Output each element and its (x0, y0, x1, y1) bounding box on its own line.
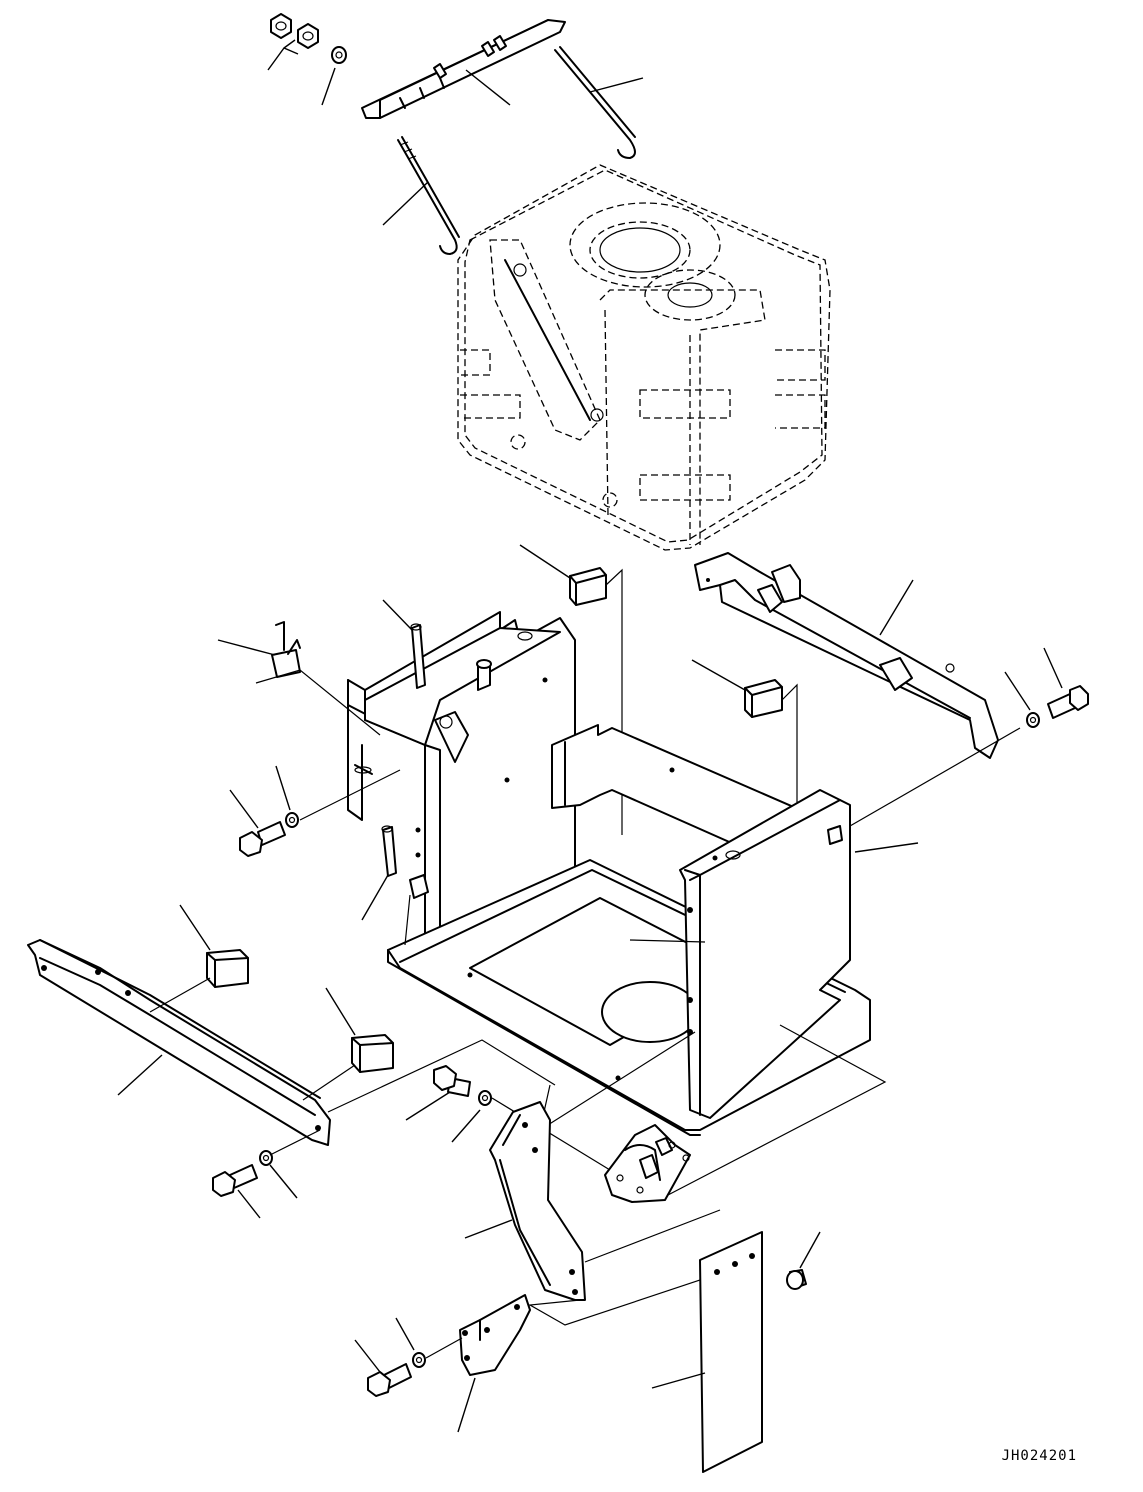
guide-pin-lower (381, 825, 397, 877)
fuel-tank-phantom (457, 164, 831, 551)
lower-left-washer (259, 1150, 273, 1166)
plug-leader (799, 1231, 821, 1269)
tie-rod-left (397, 136, 460, 255)
lower-left-bolt (212, 1164, 258, 1197)
angled-bracket-leaders (464, 1209, 761, 1326)
lower-left-leaders (117, 977, 556, 1113)
left-fastener-bolt (239, 821, 286, 857)
rubber-pad-lower-center (351, 1034, 394, 1073)
hinge-bracket (459, 1294, 531, 1376)
top-leader-lines (267, 39, 644, 226)
top-strap-bracket (361, 19, 566, 119)
top-washer (331, 46, 347, 64)
lower-left-fastener-leaders (237, 1129, 321, 1219)
tank-frame (347, 611, 871, 1136)
rubber-pad-upper-right (744, 679, 783, 718)
hinge-bolt (367, 1363, 412, 1397)
drawing-code: JH024201 (1001, 1448, 1077, 1464)
upper-right-bracket (694, 552, 999, 759)
angled-support-bracket (489, 1101, 586, 1301)
slot-marker (354, 764, 373, 775)
small-clip-plate (271, 621, 301, 678)
sender-plate (604, 1124, 691, 1203)
rubber-pad-lower-left (206, 949, 249, 988)
upper-right-leaders (849, 579, 1063, 827)
bolt-upper-right (1047, 685, 1089, 719)
lower-left-long-bracket (27, 939, 331, 1146)
top-nuts (270, 13, 319, 49)
cover-plate-leader (651, 1372, 706, 1389)
left-leader-lines (217, 599, 413, 946)
center-fastener-leaders (405, 1091, 611, 1171)
hinge-washer (412, 1352, 426, 1368)
sender-leader-lines (667, 1024, 887, 1196)
left-fastener-washer (285, 812, 299, 828)
hinge-leaders (354, 1317, 476, 1433)
cover-plate (699, 1231, 763, 1473)
tie-rod-right (554, 46, 636, 159)
center-washer (478, 1090, 492, 1106)
guide-pin-upper (410, 623, 426, 689)
rubber-pad-upper-center (569, 567, 607, 606)
rubber-plug (786, 1269, 807, 1290)
center-bolt (433, 1065, 471, 1097)
washer-upper-right (1026, 712, 1040, 728)
